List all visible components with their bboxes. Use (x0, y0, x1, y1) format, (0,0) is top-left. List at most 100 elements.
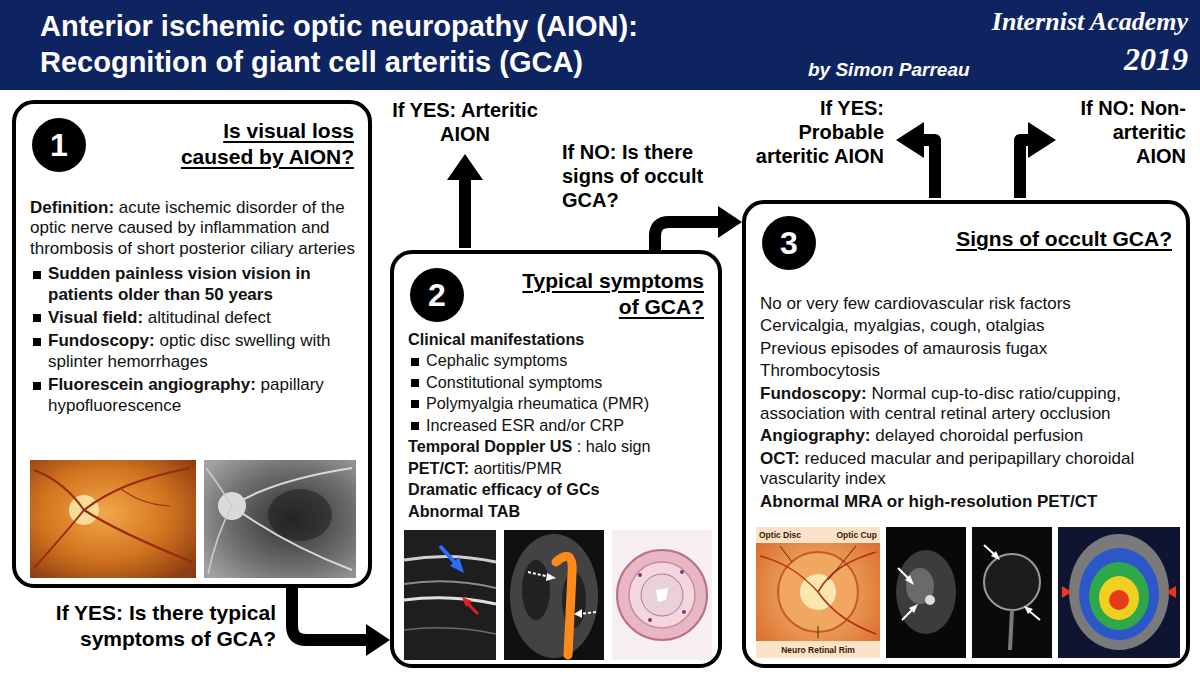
illustration-part (906, 568, 934, 604)
illustration-part (468, 604, 478, 614)
outcome-label: If YES: Probable arteritic AION (756, 97, 884, 167)
body-text: altitudinal defect (148, 308, 271, 327)
text-row: Abnormal MRA or high-resolution PET/CT (760, 492, 1174, 512)
fundus-photo (30, 460, 196, 578)
body-text: Thrombocytosis (760, 361, 880, 380)
illustration-part (756, 527, 880, 658)
bullet-square (33, 314, 41, 322)
illustration-part (656, 588, 668, 602)
bold-term: Temporal Doppler US (408, 437, 572, 455)
step-number: 2 (428, 279, 446, 311)
illustration-part (1099, 576, 1139, 620)
pet-brain-image (1058, 527, 1180, 658)
step-number: 3 (780, 227, 798, 259)
text-row: Clinical manifestations (408, 330, 708, 349)
connector-line (655, 222, 719, 250)
heading-text: Is visual loss caused by AION? (181, 119, 354, 168)
illustration-part (641, 574, 683, 616)
illustration-part (1069, 534, 1169, 650)
illustration-part (462, 597, 472, 607)
body-text: reduced macular and peripapillary choroi… (760, 449, 1134, 488)
illustration-part (818, 552, 876, 592)
bold-term: Abnormal MRA or high-resolution PET/CT (760, 492, 1097, 511)
author-credit: by Simon Parreau (808, 59, 970, 80)
bold-term: Fundoscopy: (48, 331, 155, 350)
illustration-part (404, 598, 496, 604)
illustration-part (756, 527, 880, 543)
brand-name: Internist Academy (992, 7, 1188, 36)
arrow-head (718, 206, 742, 238)
temporal-artery-biopsy (612, 530, 712, 660)
mra-image (886, 527, 966, 658)
figure-label: Optic Disc (759, 530, 801, 540)
illustration-part (1079, 548, 1159, 640)
body-text: Previous episodes of amaurosis fugax (760, 339, 1047, 358)
text-row: Visual field:altitudinal defect (30, 308, 356, 328)
illustration-part (504, 530, 604, 660)
illustration-part (896, 122, 924, 158)
illustration-part (546, 573, 556, 581)
illustration-part (556, 556, 572, 655)
label-wrap: Optic Disc (759, 530, 819, 541)
text-row: Previous episodes of amaurosis fugax (760, 339, 1174, 359)
step-number-circle: 1 (32, 118, 86, 172)
text-row: Fundoscopy:Normal cup-to-disc ratio/cupp… (760, 384, 1174, 425)
box-body: Definition:acute ischemic disorder of th… (30, 198, 356, 418)
step-number: 1 (50, 129, 68, 161)
illustration-part (680, 570, 684, 574)
text-row: Thrombocytosis (760, 361, 1174, 381)
illustration-part (84, 468, 190, 510)
illustration-part (756, 641, 880, 658)
bullet-square (411, 422, 419, 430)
illustration-part (818, 626, 819, 638)
bullet-square (411, 400, 419, 408)
illustration-part (404, 628, 496, 634)
heading-text: Signs of occult GCA? (956, 227, 1172, 250)
flow-connector (292, 588, 390, 656)
header-band (0, 0, 1200, 90)
illustration-part (1028, 122, 1056, 158)
bold-term: Sudden painless vision vision in patient… (48, 264, 311, 303)
edge-label: If YES: Is there typical symptoms of GCA… (56, 601, 276, 650)
illustration-part (760, 556, 818, 592)
text-row: Angiography:delayed choroidal perfusion (760, 426, 1174, 446)
label-wrap: 2019 (1040, 40, 1188, 78)
illustration-part (1166, 586, 1176, 598)
illustration-part (404, 530, 496, 660)
box-heading: Signs of occult GCA? (842, 226, 1172, 252)
illustration-part (1109, 590, 1129, 610)
outcome-arrow (1020, 122, 1056, 198)
illustration-part (30, 460, 196, 578)
text-row: Definition:acute ischemic disorder of th… (30, 198, 356, 259)
doppler-ultrasound (404, 530, 496, 660)
label-wrap: If NO: Non-arteritic AION (1058, 96, 1186, 168)
bold-term: OCT: (760, 449, 800, 468)
bold-term: Definition: (30, 198, 114, 217)
illustration-part (617, 550, 707, 640)
label-wrap: If YES: Arteritic AION (375, 98, 555, 146)
body-text: aortitis/PMR (474, 459, 562, 477)
pet-ct-aortitis (504, 530, 604, 660)
panel-box: Signs of occult GCA?No or very few cardi… (742, 200, 1190, 668)
year-label: 2019 (1124, 41, 1188, 77)
body-text: delayed choroidal perfusion (875, 426, 1083, 445)
edge-label-wrap: If YES: Is there typical symptoms of GCA… (14, 600, 276, 652)
text-row: Cephalic symptoms (408, 351, 708, 370)
illustration-part (1062, 586, 1072, 598)
box-heading: Typical symptoms of GCA? (509, 268, 704, 320)
body-text: Constitutional symptoms (426, 373, 602, 391)
title-wrap: Anterior ischemic optic neuropathy (AION… (40, 8, 780, 80)
body-text: : halo sign (577, 437, 651, 455)
edge-label: If NO: Is there signs of occult GCA? (562, 141, 703, 211)
arrow-head (366, 624, 390, 656)
illustration-part (459, 178, 471, 248)
text-row: OCT:reduced macular and peripapillary ch… (760, 449, 1174, 490)
figure-label: Neuro Retinal Rim (781, 645, 855, 655)
box-heading: Is visual loss caused by AION? (164, 118, 354, 170)
illustration-part (818, 592, 876, 634)
bold-term: Clinical manifestations (408, 330, 584, 348)
panel-box: Is visual loss caused by AION? Definition… (12, 100, 372, 588)
illustration-part (580, 612, 596, 614)
text-row: PET/CT:aortitis/PMR (408, 459, 708, 478)
illustration-part (682, 610, 686, 614)
